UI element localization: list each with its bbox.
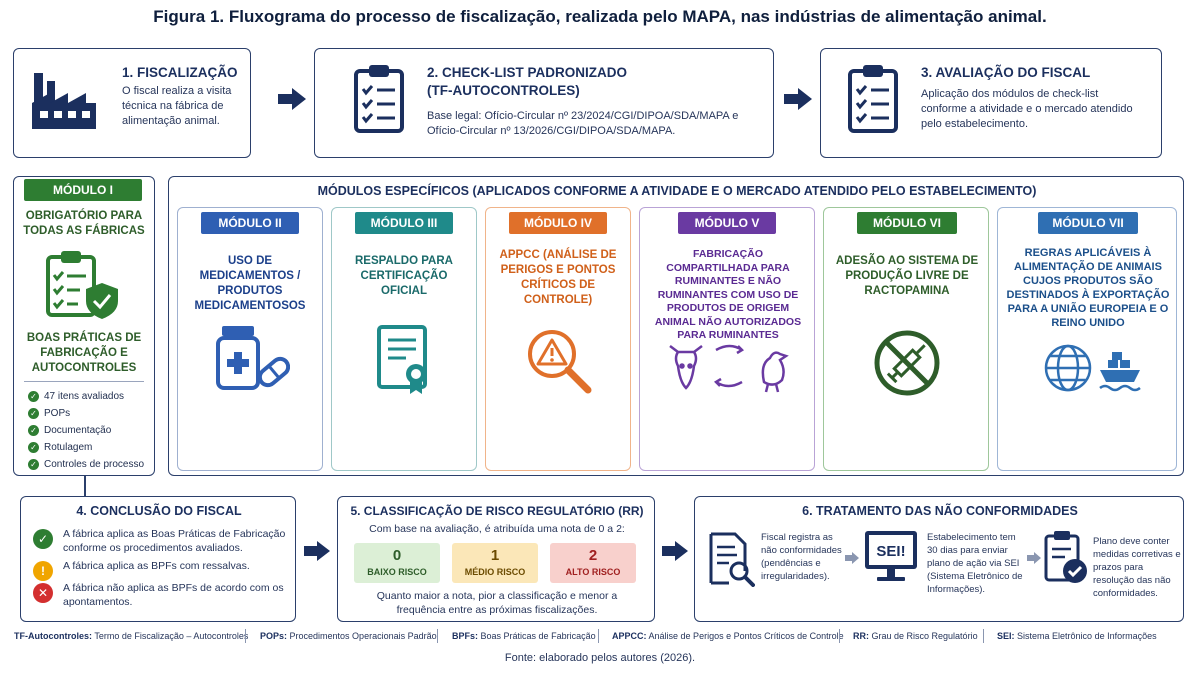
- sei-monitor-icon: SEI!: [865, 531, 917, 581]
- certificate-icon: [377, 325, 427, 394]
- arrow-right-icon: [278, 88, 306, 110]
- divider: [598, 629, 599, 643]
- legend-item: RR: Grau de Risco Regulatório: [853, 631, 978, 641]
- step-2-subtitle: (TF-AUTOCONTROLES): [427, 83, 580, 98]
- module-3-tag: MÓDULO III: [355, 212, 453, 234]
- treatment-box: 6. TRATAMENTO DAS NÃO CONFORMIDADES Fisc…: [694, 496, 1184, 622]
- module-1-item: ✓Rotulagem: [28, 441, 92, 455]
- legend-item: BPFs: Boas Práticas de Fabricação: [452, 631, 596, 641]
- module-4-text: APPCC (ANÁLISE DE PERIGOS E PONTOS CRÍTI…: [499, 249, 617, 306]
- legend-item: POPs: Procedimentos Operacionais Padrão: [260, 631, 437, 641]
- divider: [245, 629, 246, 643]
- module-7-tag: MÓDULO VII: [1038, 212, 1138, 234]
- module-6-tag: MÓDULO VI: [857, 212, 957, 234]
- module-1-heading: OBRIGATÓRIO PARA TODAS AS FÁBRICAS: [23, 210, 145, 237]
- step-3-title: 3. AVALIAÇÃO DO FISCAL: [921, 65, 1091, 80]
- risk-intro: Com base na avaliação, é atribuída uma n…: [369, 523, 625, 535]
- cow-chicken-icon: [669, 344, 789, 393]
- risk-note: Quanto maior a nota, pior a classificaçã…: [376, 590, 618, 616]
- legend-item: APPCC: Análise de Perigos e Pontos Críti…: [612, 631, 844, 641]
- conclusion-item: ✕A fábrica não aplica as BPFs de acordo …: [33, 581, 291, 609]
- module-7-text: REGRAS APLICÁVEIS À ALIMENTAÇÃO DE ANIMA…: [1006, 247, 1170, 329]
- check-icon: ✓: [28, 408, 39, 419]
- module-1-item: ✓Documentação: [28, 424, 111, 438]
- no-syringe-icon: [874, 330, 940, 396]
- module-6-card: MÓDULO VI ADESÃO AO SISTEMA DE PRODUÇÃO …: [823, 207, 989, 471]
- step-3-text: Aplicação dos módulos de check-list conf…: [921, 88, 1133, 130]
- factory-icon: [32, 73, 96, 129]
- check-icon: ✓: [28, 459, 39, 470]
- globe-ship-icon: [1044, 344, 1141, 392]
- treatment-title: 6. TRATAMENTO DAS NÃO CONFORMIDADES: [802, 504, 1078, 518]
- module-1-subheading: BOAS PRÁTICAS DE FABRICAÇÃO E AUTOCONTRO…: [26, 332, 142, 374]
- module-5-card: MÓDULO V FABRICAÇÃO COMPARTILHADA PARA R…: [639, 207, 815, 471]
- legend-item: SEI: Sistema Eletrônico de Informações: [997, 631, 1157, 641]
- clipboard-checklist-icon: [354, 65, 404, 133]
- arrow-right-icon: [845, 552, 859, 564]
- figure-title: Figura 1. Fluxograma do processo de fisc…: [153, 7, 1047, 26]
- step-2-box: 2. CHECK-LIST PADRONIZADO (TF-AUTOCONTRO…: [314, 48, 774, 158]
- conclusion-item: !A fábrica aplica as BPFs com ressalvas.: [33, 559, 291, 581]
- hazard-magnifier-icon: [528, 330, 592, 394]
- module-3-text: RESPALDO PARA CERTIFICAÇÃO OFICIAL: [355, 255, 453, 297]
- specific-modules-box: MÓDULOS ESPECÍFICOS (APLICADOS CONFORME …: [168, 176, 1184, 476]
- module-2-text: USO DE MEDICAMENTOS / PRODUTOS MEDICAMEN…: [194, 255, 306, 312]
- module-5-text: FABRICAÇÃO COMPARTILHADA PARA RUMINANTES…: [654, 248, 802, 341]
- step-3-box: 3. AVALIAÇÃO DO FISCAL Aplicação dos mód…: [820, 48, 1162, 158]
- source-note: Fonte: elaborado pelos autores (2026).: [504, 652, 696, 664]
- module-5-tag: MÓDULO V: [678, 212, 776, 234]
- check-icon: ✓: [28, 442, 39, 453]
- arrow-right-icon: [1027, 552, 1041, 564]
- module-1-item: ✓Controles de processo: [28, 458, 144, 472]
- module-2-card: MÓDULO II USO DE MEDICAMENTOS / PRODUTOS…: [177, 207, 323, 471]
- risk-title: 5. CLASSIFICAÇÃO DE RISCO REGULATÓRIO (R…: [350, 504, 644, 518]
- conclusion-item: ✓A fábrica aplica as Boas Práticas de Fa…: [33, 527, 291, 555]
- arrow-right-icon: [784, 88, 812, 110]
- connector-line: [84, 476, 86, 498]
- divider: [983, 629, 984, 643]
- arrow-right-icon: [662, 541, 688, 561]
- module-6-text: ADESÃO AO SISTEMA DE PRODUÇÃO LIVRE DE R…: [835, 255, 979, 297]
- module-2-tag: MÓDULO II: [201, 212, 299, 234]
- legend-item: TF-Autocontroles: Termo de Fiscalização …: [14, 631, 249, 641]
- risk-classification-box: 5. CLASSIFICAÇÃO DE RISCO REGULATÓRIO (R…: [337, 496, 655, 622]
- medicine-icon: [216, 326, 290, 390]
- treatment-step-3-text: Plano deve conter medidas corretivas e p…: [1093, 536, 1181, 599]
- divider: [839, 629, 840, 643]
- error-circle-icon: ✕: [33, 583, 53, 603]
- step-1-title: 1. FISCALIZAÇÃO: [122, 65, 238, 80]
- warning-circle-icon: !: [33, 561, 53, 581]
- module-4-card: MÓDULO IV APPCC (ANÁLISE DE PERIGOS E PO…: [485, 207, 631, 471]
- treatment-step-2-text: Estabelecimento tem 30 dias para enviar …: [927, 532, 1023, 595]
- conclusion-box: 4. CONCLUSÃO DO FISCAL ✓A fábrica aplica…: [20, 496, 296, 622]
- check-icon: ✓: [28, 425, 39, 436]
- sei-screen-text: SEI!: [876, 543, 905, 560]
- module-4-tag: MÓDULO IV: [509, 212, 607, 234]
- module-1-tag: MÓDULO I: [24, 179, 142, 201]
- module-3-card: MÓDULO III RESPALDO PARA CERTIFICAÇÃO OF…: [331, 207, 477, 471]
- step-1-box: 1. FISCALIZAÇÃO O fiscal realiza a visit…: [13, 48, 251, 158]
- conclusion-title: 4. CONCLUSÃO DO FISCAL: [76, 504, 242, 518]
- step-2-title: 2. CHECK-LIST PADRONIZADO: [427, 65, 628, 80]
- step-2-text: Base legal: Ofício-Circular nº 23/2024/C…: [427, 110, 739, 137]
- check-icon: ✓: [28, 391, 39, 402]
- treatment-step-1-text: Fiscal registra as não conformidades (pe…: [761, 532, 842, 582]
- document-magnifier-icon: [709, 532, 755, 587]
- check-circle-icon: ✓: [33, 529, 53, 549]
- specific-modules-heading: MÓDULOS ESPECÍFICOS (APLICADOS CONFORME …: [317, 184, 1037, 198]
- clipboard-shield-icon: [46, 251, 118, 319]
- clipboard-checklist-icon: [848, 65, 898, 133]
- arrow-right-icon: [304, 541, 330, 561]
- clipboard-check-icon: [1044, 531, 1087, 583]
- module-1-item: ✓47 itens avaliados: [28, 390, 124, 404]
- step-1-text: O fiscal realiza a visita técnica na fáb…: [122, 85, 232, 127]
- module-7-card: MÓDULO VII REGRAS APLICÁVEIS À ALIMENTAÇ…: [997, 207, 1177, 471]
- module-1-box: MÓDULO I OBRIGATÓRIO PARA TODAS AS FÁBRI…: [13, 176, 155, 476]
- divider: [24, 381, 144, 382]
- module-1-item: ✓POPs: [28, 407, 70, 421]
- divider: [437, 629, 438, 643]
